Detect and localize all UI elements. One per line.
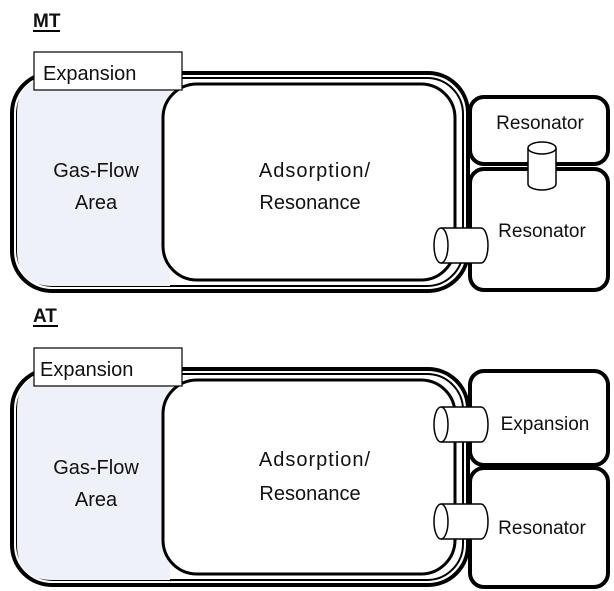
upper-horizontal-connector-tube: [433, 406, 489, 443]
section-title-at: AT: [33, 306, 57, 327]
gas-flow-label-line2: Area: [75, 489, 118, 511]
adsorption-resonance-chamber: [161, 378, 457, 576]
section-at: AT Expansion Gas-Flow Area Adsorption/ R…: [10, 306, 610, 589]
vertical-connector-tube: [527, 141, 557, 191]
section-mt: MT Expansion Gas-Flow Area Adsorption/ R…: [10, 11, 610, 293]
expansion-label: Expansion: [40, 359, 133, 381]
gas-flow-label-line2: Area: [75, 192, 118, 214]
adsorption-label-line1: Adsorption/: [259, 449, 371, 471]
expansion-label: Expansion: [43, 63, 136, 85]
right-bottom-label: Resonator: [498, 221, 586, 242]
lower-horizontal-connector-tube: [433, 503, 489, 540]
section-title-mt: MT: [33, 11, 61, 32]
gas-flow-label-line1: Gas-Flow: [53, 160, 139, 182]
adsorption-resonance-chamber: [161, 82, 457, 282]
horizontal-connector-tube: [433, 227, 489, 264]
main-chamber-outer-wall: [10, 71, 470, 293]
adsorption-label-line1: Adsorption/: [259, 160, 371, 182]
gas-flow-area: [17, 78, 170, 286]
main-chamber-outer-wall: [10, 367, 470, 587]
expansion-label-box: [33, 51, 183, 91]
right-top-label: Resonator: [496, 113, 584, 134]
adsorption-label-line2: Resonance: [259, 192, 360, 214]
gas-flow-label-line1: Gas-Flow: [53, 457, 139, 479]
adsorption-label-line2: Resonance: [259, 483, 360, 505]
expansion-label-box: [33, 347, 183, 387]
gas-flow-area: [17, 374, 170, 580]
right-bottom-label: Resonator: [498, 518, 586, 539]
right-top-label: Expansion: [501, 414, 590, 435]
